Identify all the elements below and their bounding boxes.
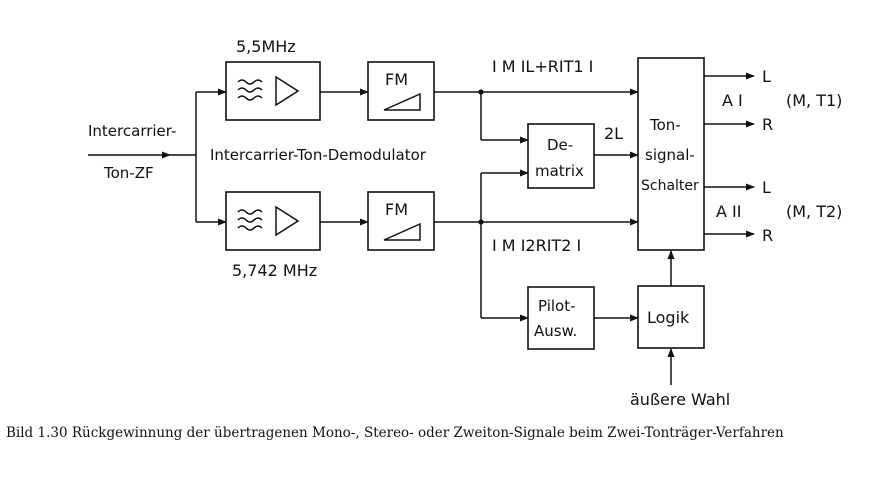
logic-block (637, 285, 705, 349)
lower-filter-block (225, 191, 321, 251)
output-l2-label: L (762, 178, 771, 197)
lower-signal-label: I M I2RIT2 I (492, 236, 581, 255)
upper-filter-block (225, 61, 321, 121)
output-group1-label: A I (722, 91, 743, 110)
lower-filter-freq: 5,742 MHz (232, 261, 317, 280)
output-l1-label: L (762, 67, 771, 86)
pilot-block (527, 286, 595, 350)
dematrix-label-line2: matrix (535, 162, 584, 180)
block-diagram: Intercarrier- Ton-ZF 5,5MHz FM I M IL+RI… (88, 37, 842, 409)
pilot-label-line2: Ausw. (534, 322, 577, 340)
dematrix-output-label: 2L (604, 124, 623, 143)
figure-caption: Bild 1.30 Rückgewinnung der übertragenen… (6, 425, 784, 441)
switch-label-line2: signal- (645, 146, 695, 164)
input-label-line2: Ton-ZF (103, 164, 154, 182)
switch-label-line1: Ton- (649, 116, 681, 134)
upper-fm-label: FM (385, 70, 408, 89)
external-select-label: äußere Wahl (630, 390, 730, 409)
input-label-line1: Intercarrier- (88, 122, 176, 140)
upper-signal-label: I M IL+RIT1 I (492, 57, 593, 76)
lower-fm-label: FM (385, 200, 408, 219)
output-r1-label: R (762, 115, 773, 134)
lower-fm-block (367, 191, 435, 251)
output-group2-label: A II (716, 202, 741, 221)
output-r2-label: R (762, 226, 773, 245)
output-group1-mode: (M, T1) (786, 91, 842, 110)
pilot-label-line1: Pilot- (538, 297, 576, 315)
switch-label-line3: Schalter (641, 178, 699, 194)
logic-label: Logik (647, 308, 690, 327)
upper-fm-block (367, 61, 435, 121)
dematrix-label-line1: De- (547, 136, 573, 154)
dematrix-block (527, 123, 595, 189)
switch-block (637, 57, 705, 251)
demodulator-label: Intercarrier-Ton-Demodulator (210, 146, 427, 164)
upper-filter-freq: 5,5MHz (236, 37, 296, 56)
output-group2-mode: (M, T2) (786, 202, 842, 221)
